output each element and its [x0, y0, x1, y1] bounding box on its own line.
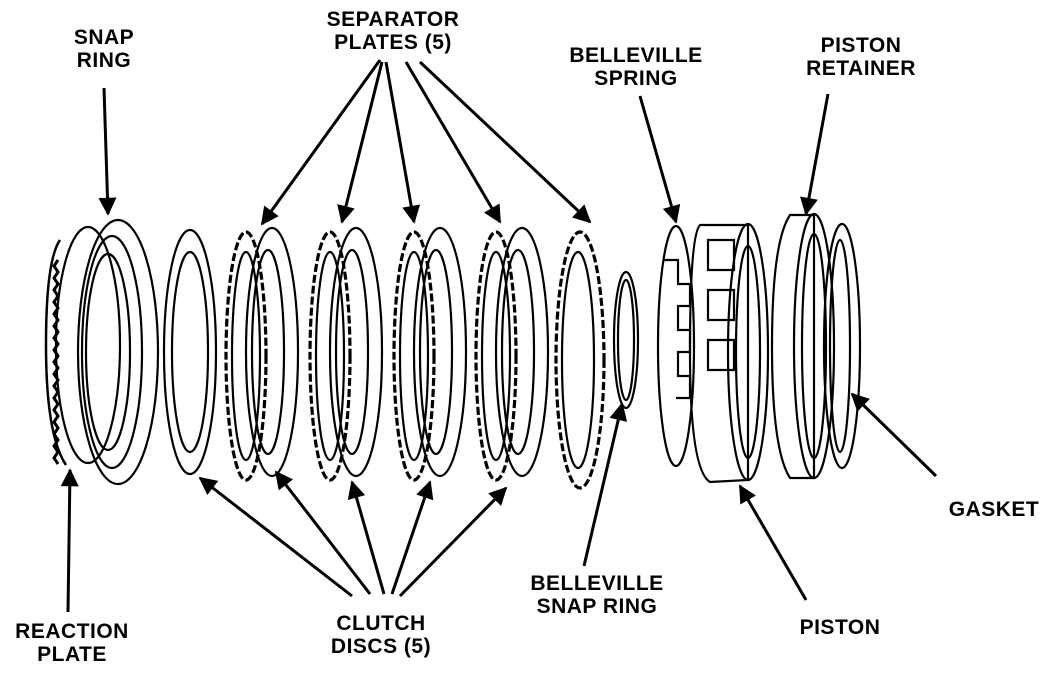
- clutch-arrow-4: [390, 480, 434, 595]
- piston-label-text: PISTON: [799, 616, 881, 639]
- separator-plate-1: [162, 228, 218, 476]
- gasket-label: GASKET: [938, 498, 1050, 521]
- belleville-spring-label-line-1: BELLEVILLE: [569, 44, 703, 67]
- belleville-spring-label-line-2: SPRING: [594, 67, 678, 90]
- clutch-discs-label-line-1: CLUTCH: [336, 612, 426, 635]
- clutch-discs-label-line-2: DISCS (5): [330, 635, 432, 658]
- snap-ring-label-line-2: RING: [76, 49, 132, 72]
- belleville-snap-ring-arrow: [582, 402, 628, 567]
- separator-arrow-3: [384, 61, 421, 224]
- clutch-disc-5: [554, 230, 606, 490]
- snap-ring-label-line-1: SNAP: [73, 26, 135, 49]
- reaction-plate-arrow: [60, 468, 79, 613]
- piston-part: [688, 222, 770, 484]
- separator-arrow-4: [404, 61, 502, 224]
- piston-retainer-label: PISTON RETAINER: [786, 34, 936, 80]
- piston-label: PISTON: [784, 616, 896, 639]
- belleville-spring-label: BELLEVILLE SPRING: [556, 44, 716, 90]
- piston-retainer-arrow: [800, 93, 830, 216]
- separator-arrow-1: [260, 59, 382, 226]
- gasket-part: [822, 222, 862, 470]
- clutch-disc-2: [308, 230, 352, 482]
- clutch-disc-4: [474, 230, 518, 482]
- gasket-label-text: GASKET: [948, 498, 1040, 521]
- belleville-snap-ring-label-line-1: BELLEVILLE: [530, 572, 664, 595]
- reaction-plate-label: REACTION PLATE: [2, 620, 142, 666]
- gasket-arrow: [850, 392, 938, 478]
- piston-retainer-label-line-2: RETAINER: [806, 57, 916, 80]
- clutch-arrow-5: [398, 486, 508, 598]
- separator-plate-4: [412, 226, 468, 478]
- separator-arrow-5: [418, 60, 592, 224]
- separator-plate-3: [328, 226, 384, 478]
- clutch-disc-3: [392, 230, 436, 482]
- belleville-spring-part: [656, 224, 696, 468]
- separator-plates-label: SEPARATOR PLATES (5): [318, 8, 468, 54]
- separator-plates-label-line-1: SEPARATOR: [326, 8, 460, 31]
- separator-plates-label-line-2: PLATES (5): [334, 31, 452, 54]
- separator-arrow-2: [337, 61, 384, 224]
- clutch-arrow-1: [198, 476, 353, 598]
- reaction-plate-label-line-2: PLATE: [37, 643, 107, 666]
- reaction-plate-label-line-1: REACTION: [15, 620, 129, 643]
- clutch-disc-1: [224, 230, 268, 482]
- piston-arrow: [738, 484, 808, 601]
- reaction-plate-part: [44, 225, 122, 466]
- piston-retainer-label-line-1: PISTON: [820, 34, 902, 57]
- belleville-snap-ring-part: [612, 270, 640, 410]
- snap-ring-part: [76, 218, 160, 486]
- belleville-snap-ring-label: BELLEVILLE SNAP RING: [512, 572, 682, 618]
- snap-ring-arrow: [98, 87, 117, 216]
- separator-plate-5: [494, 226, 550, 478]
- clutch-arrow-3: [347, 480, 386, 595]
- clutch-discs-label: CLUTCH DISCS (5): [316, 612, 446, 658]
- snap-ring-label: SNAP RING: [64, 26, 144, 72]
- leader-arrows: [60, 59, 938, 613]
- belleville-snap-ring-label-line-2: SNAP RING: [536, 595, 658, 618]
- clutch-arrow-2: [274, 470, 372, 595]
- belleville-spring-arrow: [638, 95, 681, 224]
- separator-plate-2: [244, 226, 300, 478]
